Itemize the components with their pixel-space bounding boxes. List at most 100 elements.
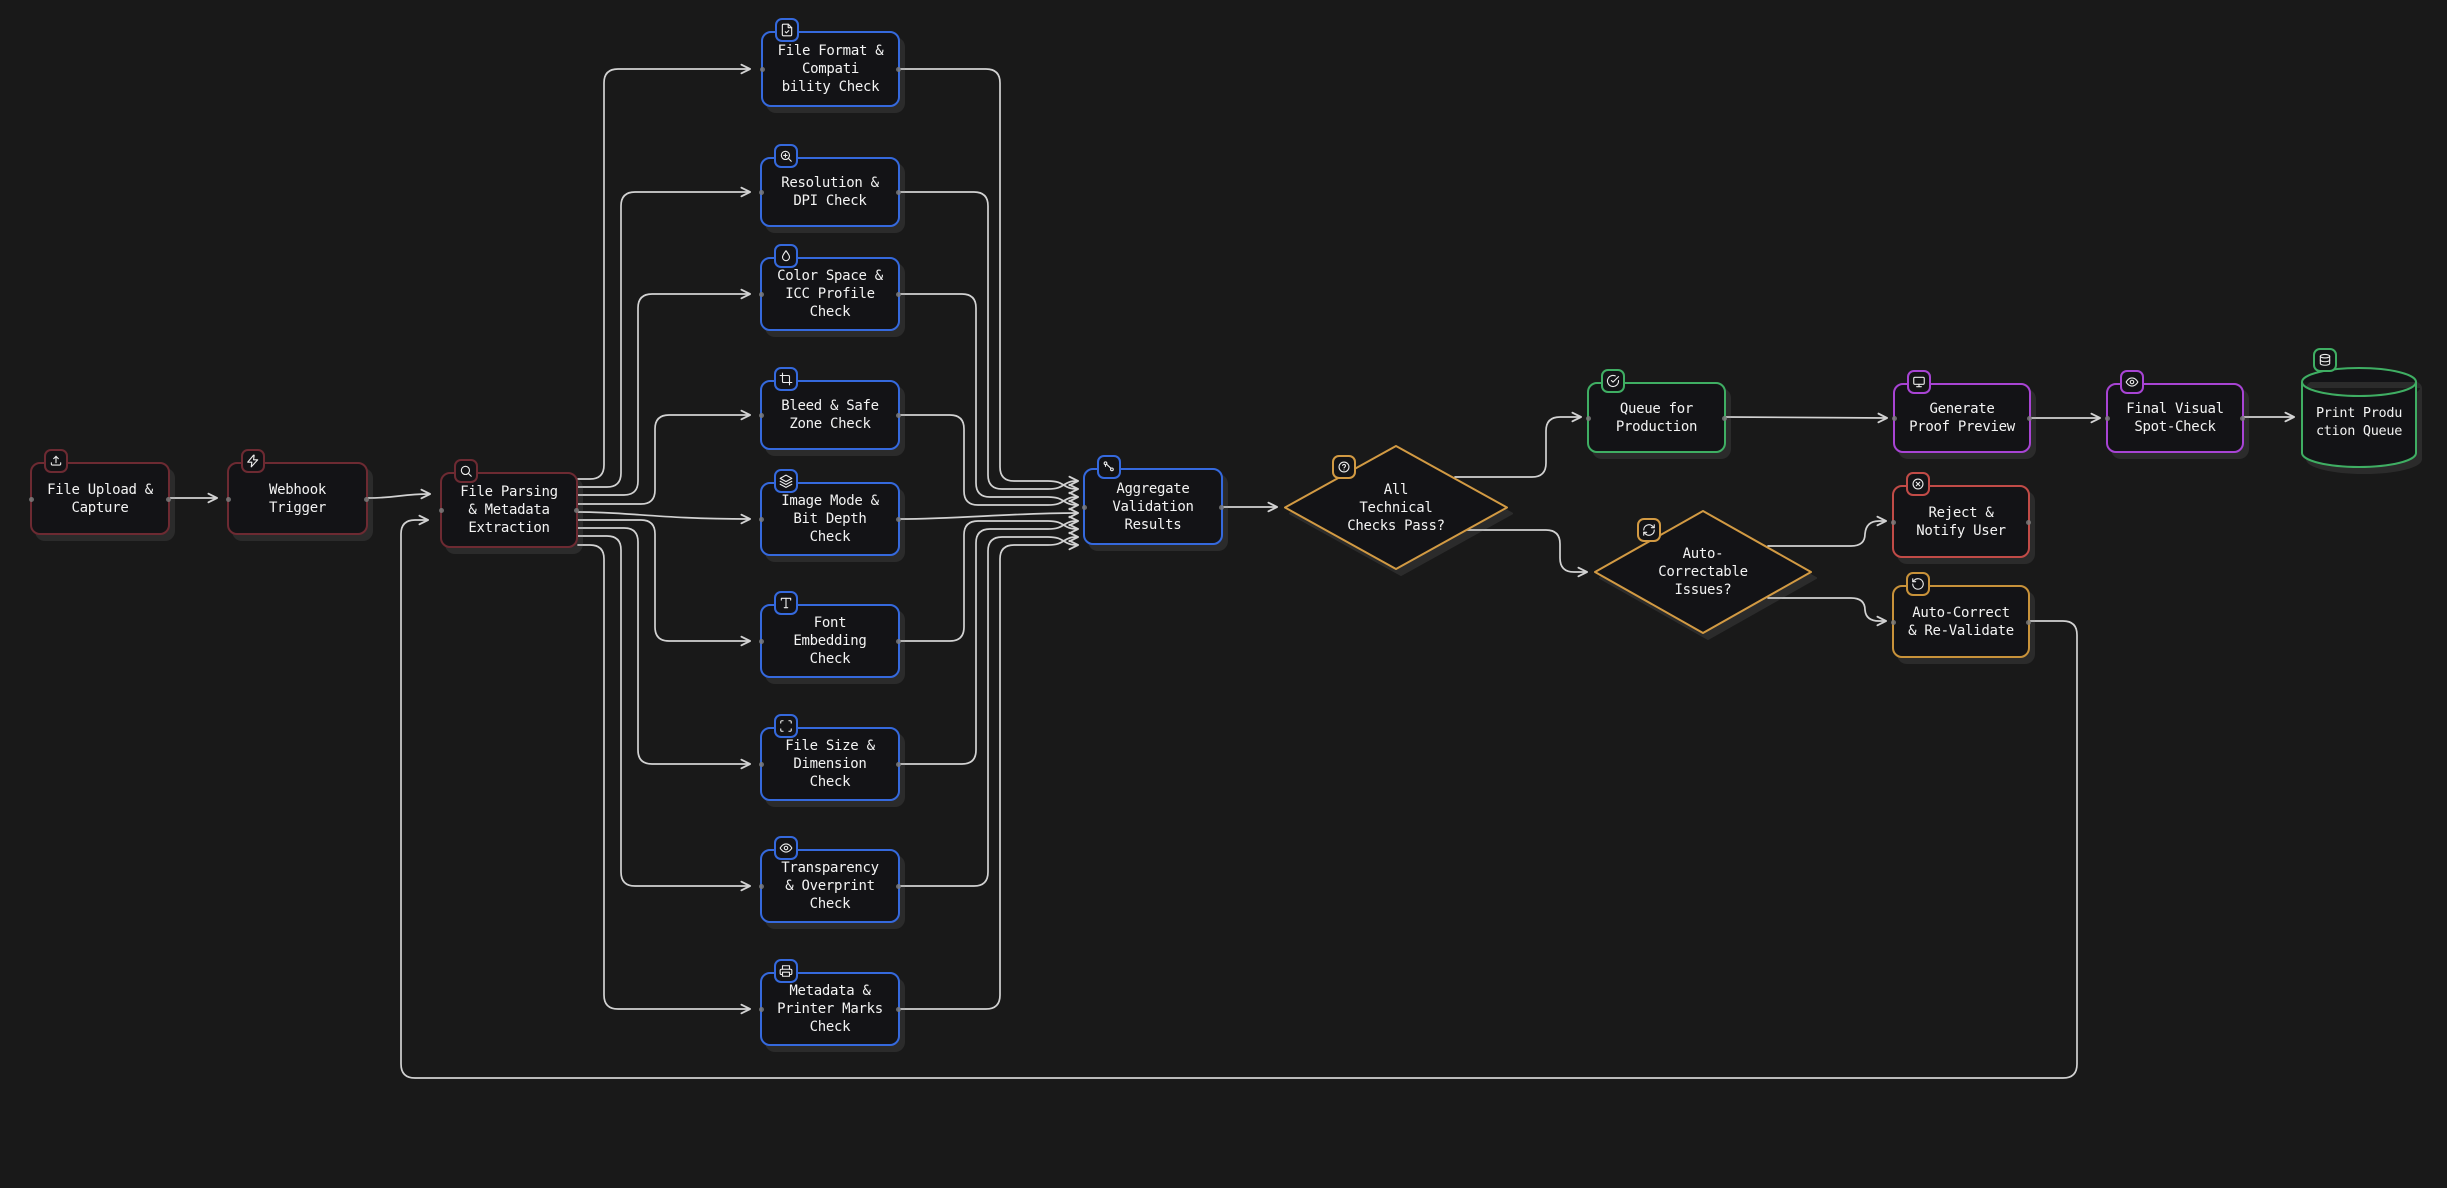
connection-handle[interactable] (29, 496, 34, 502)
connection-handle[interactable] (1891, 519, 1896, 525)
edge-queue-production-to-generate-proof (1725, 412, 1889, 424)
node-label: File Format & Compati bility Check (777, 43, 884, 95)
node-file-parsing[interactable]: File Parsing & Metadata Extraction (439, 459, 579, 548)
file-check-icon (775, 18, 799, 42)
connection-handle[interactable] (759, 762, 764, 767)
edge-file-parsing-to-transparency-check (577, 535, 752, 892)
node-label: Bleed & Safe Zone Check (781, 398, 879, 432)
connection-handle[interactable] (1082, 504, 1087, 510)
edge-metadata-check-to-aggregate-results (899, 531, 1080, 1010)
node-webhook-trigger[interactable]: Webhook Trigger (226, 449, 369, 535)
connection-handle[interactable] (759, 517, 764, 522)
connection-handle[interactable] (896, 67, 901, 72)
edge-font-check-to-aggregate-results (899, 520, 1080, 642)
zap-icon (241, 449, 265, 473)
connection-handle[interactable] (574, 508, 579, 513)
node-label: Font Embedding Check (793, 615, 867, 667)
edge-all-checks-pass-to-auto-correctable (1466, 529, 1589, 578)
node-label: Auto-Correct & Re-Validate (1908, 604, 2014, 639)
node-label: Final Visual Spot-Check (2126, 401, 2224, 435)
node-label: File Parsing & Metadata Extraction (460, 484, 558, 536)
edge-webhook-trigger-to-file-parsing (367, 488, 432, 500)
connection-handle[interactable] (896, 762, 901, 767)
connection-handle[interactable] (759, 413, 764, 418)
connection-handle[interactable] (2240, 416, 2245, 421)
printer-icon (774, 959, 798, 983)
edge-file-format-check-to-aggregate-results (899, 68, 1080, 495)
connection-handle[interactable] (166, 496, 171, 502)
node-label: All Technical Checks Pass? (1347, 481, 1445, 534)
node-auto-correctable[interactable]: Auto- Correctable Issues? (1593, 509, 1813, 635)
node-aggregate-results[interactable]: Aggregate Validation Results (1082, 455, 1224, 545)
node-file-size-check[interactable]: File Size & Dimension Check (759, 714, 901, 801)
edge-resolution-check-to-aggregate-results (899, 191, 1080, 490)
node-resolution-check[interactable]: Resolution & DPI Check (759, 144, 901, 227)
node-generate-proof[interactable]: Generate Proof Preview (1892, 370, 2032, 453)
connection-handle[interactable] (1586, 415, 1591, 421)
node-image-mode-check[interactable]: Image Mode & Bit Depth Check (759, 469, 901, 556)
node-font-check[interactable]: Font Embedding Check (759, 591, 901, 678)
connection-handle[interactable] (2027, 416, 2032, 421)
connection-handle[interactable] (896, 884, 901, 889)
edge-file-parsing-to-color-space-check (577, 288, 752, 496)
node-queue-production[interactable]: Queue for Production (1586, 369, 1727, 453)
node-bleed-check[interactable]: Bleed & Safe Zone Check (759, 367, 901, 450)
connection-handle[interactable] (759, 884, 764, 889)
connection-handle[interactable] (896, 639, 901, 644)
node-color-space-check[interactable]: Color Space & ICC Profile Check (759, 244, 901, 331)
help-circle-icon (1332, 455, 1356, 479)
connection-handle[interactable] (760, 67, 765, 72)
connection-handle[interactable] (2026, 519, 2031, 525)
connection-handle[interactable] (896, 413, 901, 418)
node-label: Resolution & DPI Check (781, 175, 879, 209)
node-metadata-check[interactable]: Metadata & Printer Marks Check (759, 959, 901, 1046)
node-auto-correct[interactable]: Auto-Correct & Re-Validate (1891, 572, 2031, 658)
connection-handle[interactable] (1722, 415, 1727, 421)
edge-auto-correctable-to-reject-notify (1767, 515, 1888, 547)
crop-icon (774, 367, 798, 391)
node-label: Color Space & ICC Profile Check (777, 268, 883, 320)
edge-auto-correctable-to-auto-correct (1767, 597, 1888, 627)
node-file-format-check[interactable]: File Format & Compati bility Check (760, 18, 901, 107)
node-file-upload-capture[interactable]: File Upload & Capture (29, 449, 171, 535)
node-label: Reject & Notify User (1916, 504, 2006, 539)
connection-handle[interactable] (896, 517, 901, 522)
connection-handle[interactable] (759, 1007, 764, 1012)
connection-handle[interactable] (759, 292, 764, 297)
node-all-checks-pass[interactable]: All Technical Checks Pass? (1283, 444, 1509, 571)
connection-handle[interactable] (2105, 416, 2110, 421)
connection-handle[interactable] (1219, 504, 1224, 510)
connection-handle[interactable] (759, 639, 764, 644)
connection-handle[interactable] (759, 190, 764, 195)
type-icon (774, 591, 798, 615)
upload-icon (44, 449, 68, 473)
connection-handle[interactable] (896, 292, 901, 297)
connection-handle[interactable] (896, 190, 901, 195)
rotate-ccw-icon (1906, 572, 1930, 596)
connection-handle[interactable] (1891, 619, 1896, 625)
route-icon (1097, 455, 1121, 479)
circle-check-icon (1601, 369, 1625, 393)
x-circle-icon (1906, 472, 1930, 496)
node-transparency-check[interactable]: Transparency & Overprint Check (759, 836, 901, 923)
eye-icon (2120, 370, 2144, 394)
edge-file-size-check-to-aggregate-results (899, 515, 1080, 765)
droplet-icon (774, 244, 798, 268)
connection-handle[interactable] (896, 1007, 901, 1012)
node-print-queue[interactable]: Print Produ ction Queue (2300, 348, 2418, 469)
edge-file-parsing-to-file-size-check (577, 527, 752, 770)
connection-handle[interactable] (226, 496, 231, 502)
node-label: File Upload & Capture (47, 481, 153, 516)
connection-handle[interactable] (364, 496, 369, 502)
node-label: File Size & Dimension Check (785, 738, 875, 790)
connection-handle[interactable] (1892, 416, 1897, 421)
node-final-spot-check[interactable]: Final Visual Spot-Check (2105, 370, 2245, 453)
edge-color-space-check-to-aggregate-results (899, 293, 1080, 511)
connection-handle[interactable] (439, 508, 444, 513)
node-label: Queue for Production (1615, 400, 1698, 435)
node-reject-notify[interactable]: Reject & Notify User (1891, 472, 2031, 558)
connection-handle[interactable] (2026, 619, 2031, 625)
node-label: Webhook Trigger (269, 481, 326, 516)
edge-image-mode-check-to-aggregate-results (899, 507, 1080, 520)
